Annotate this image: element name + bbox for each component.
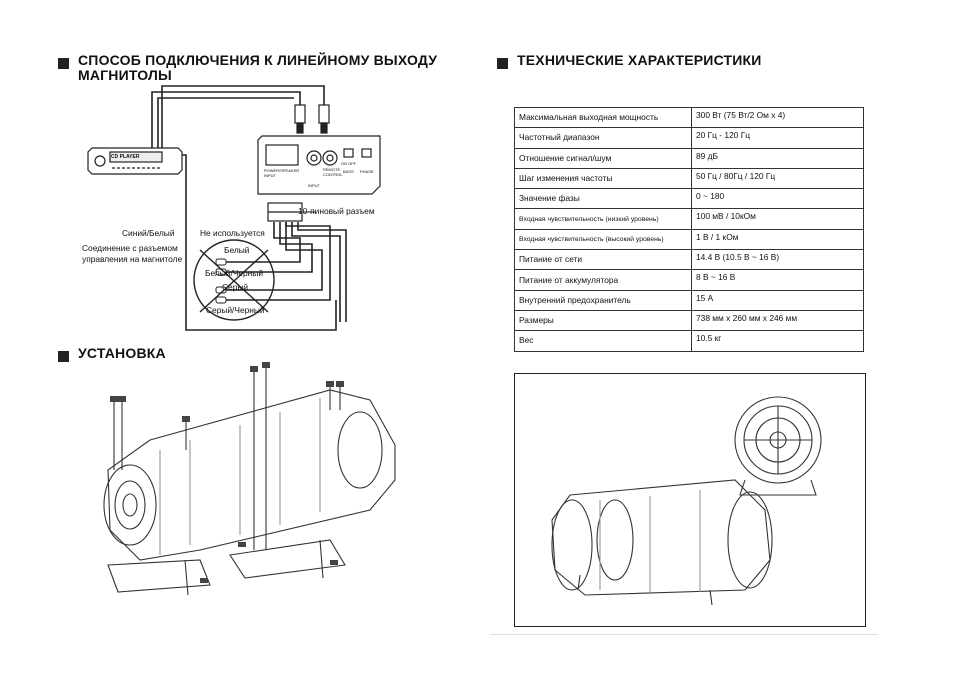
remote-connection-label: Соединение с разъемом управления на магн… — [82, 243, 183, 264]
phase-label: PHASE — [360, 169, 374, 174]
input-label: INPUT — [308, 183, 320, 188]
head-unit-icon — [87, 147, 183, 175]
bullet-square-icon — [58, 58, 69, 69]
specs-section-title: ТЕХНИЧЕСКИЕ ХАРАКТЕРИСТИКИ — [497, 53, 762, 69]
head-unit-label: CD PLAYER — [111, 154, 140, 160]
on-off-label: ON OFF — [341, 161, 357, 166]
wire-white-label: Белый — [224, 245, 250, 255]
wire-white-black-label: Белый/Черный — [205, 268, 264, 278]
specs-title-text: ТЕХНИЧЕСКИЕ ХАРАКТЕРИСТИКИ — [517, 52, 762, 68]
install-section-title: УСТАНОВКА — [58, 346, 166, 362]
amplifier-panel-icon — [257, 135, 381, 195]
power-input-label: POWER/SPEAKER INPUT — [264, 168, 300, 178]
wire-gray-label: Серый — [222, 282, 249, 292]
not-used-label: Не используется — [200, 228, 265, 238]
wire-gray-black-label: Серый/Черный — [206, 305, 265, 315]
bottom-rule — [490, 634, 878, 635]
product-image-frame — [514, 373, 866, 627]
bullet-square-icon — [497, 58, 508, 69]
connection-title-text: СПОСОБ ПОДКЛЮЧЕНИЯ К ЛИНЕЙНОМУ ВЫХОДУ МА… — [78, 52, 438, 83]
spec-value: 10.5 кг — [691, 330, 864, 352]
connection-section-title: СПОСОБ ПОДКЛЮЧЕНИЯ К ЛИНЕЙНОМУ ВЫХОДУ МА… — [58, 53, 437, 83]
install-title-text: УСТАНОВКА — [78, 345, 166, 361]
spec-row: Входная чувствительность (высокий уровен… — [514, 228, 864, 251]
remote-label: REMOTE CONTROL — [323, 167, 343, 177]
screw-icon — [110, 362, 344, 583]
bass-label: BASS — [343, 169, 354, 174]
rca-plug-icon — [294, 104, 330, 134]
ten-pin-connector-icon — [267, 202, 303, 222]
connector-label: 10-пиновый разъем — [298, 206, 375, 216]
blue-white-label: Синий/Белый — [122, 228, 175, 238]
bullet-square-icon — [58, 351, 69, 362]
not-used-cross-icon — [193, 239, 275, 321]
